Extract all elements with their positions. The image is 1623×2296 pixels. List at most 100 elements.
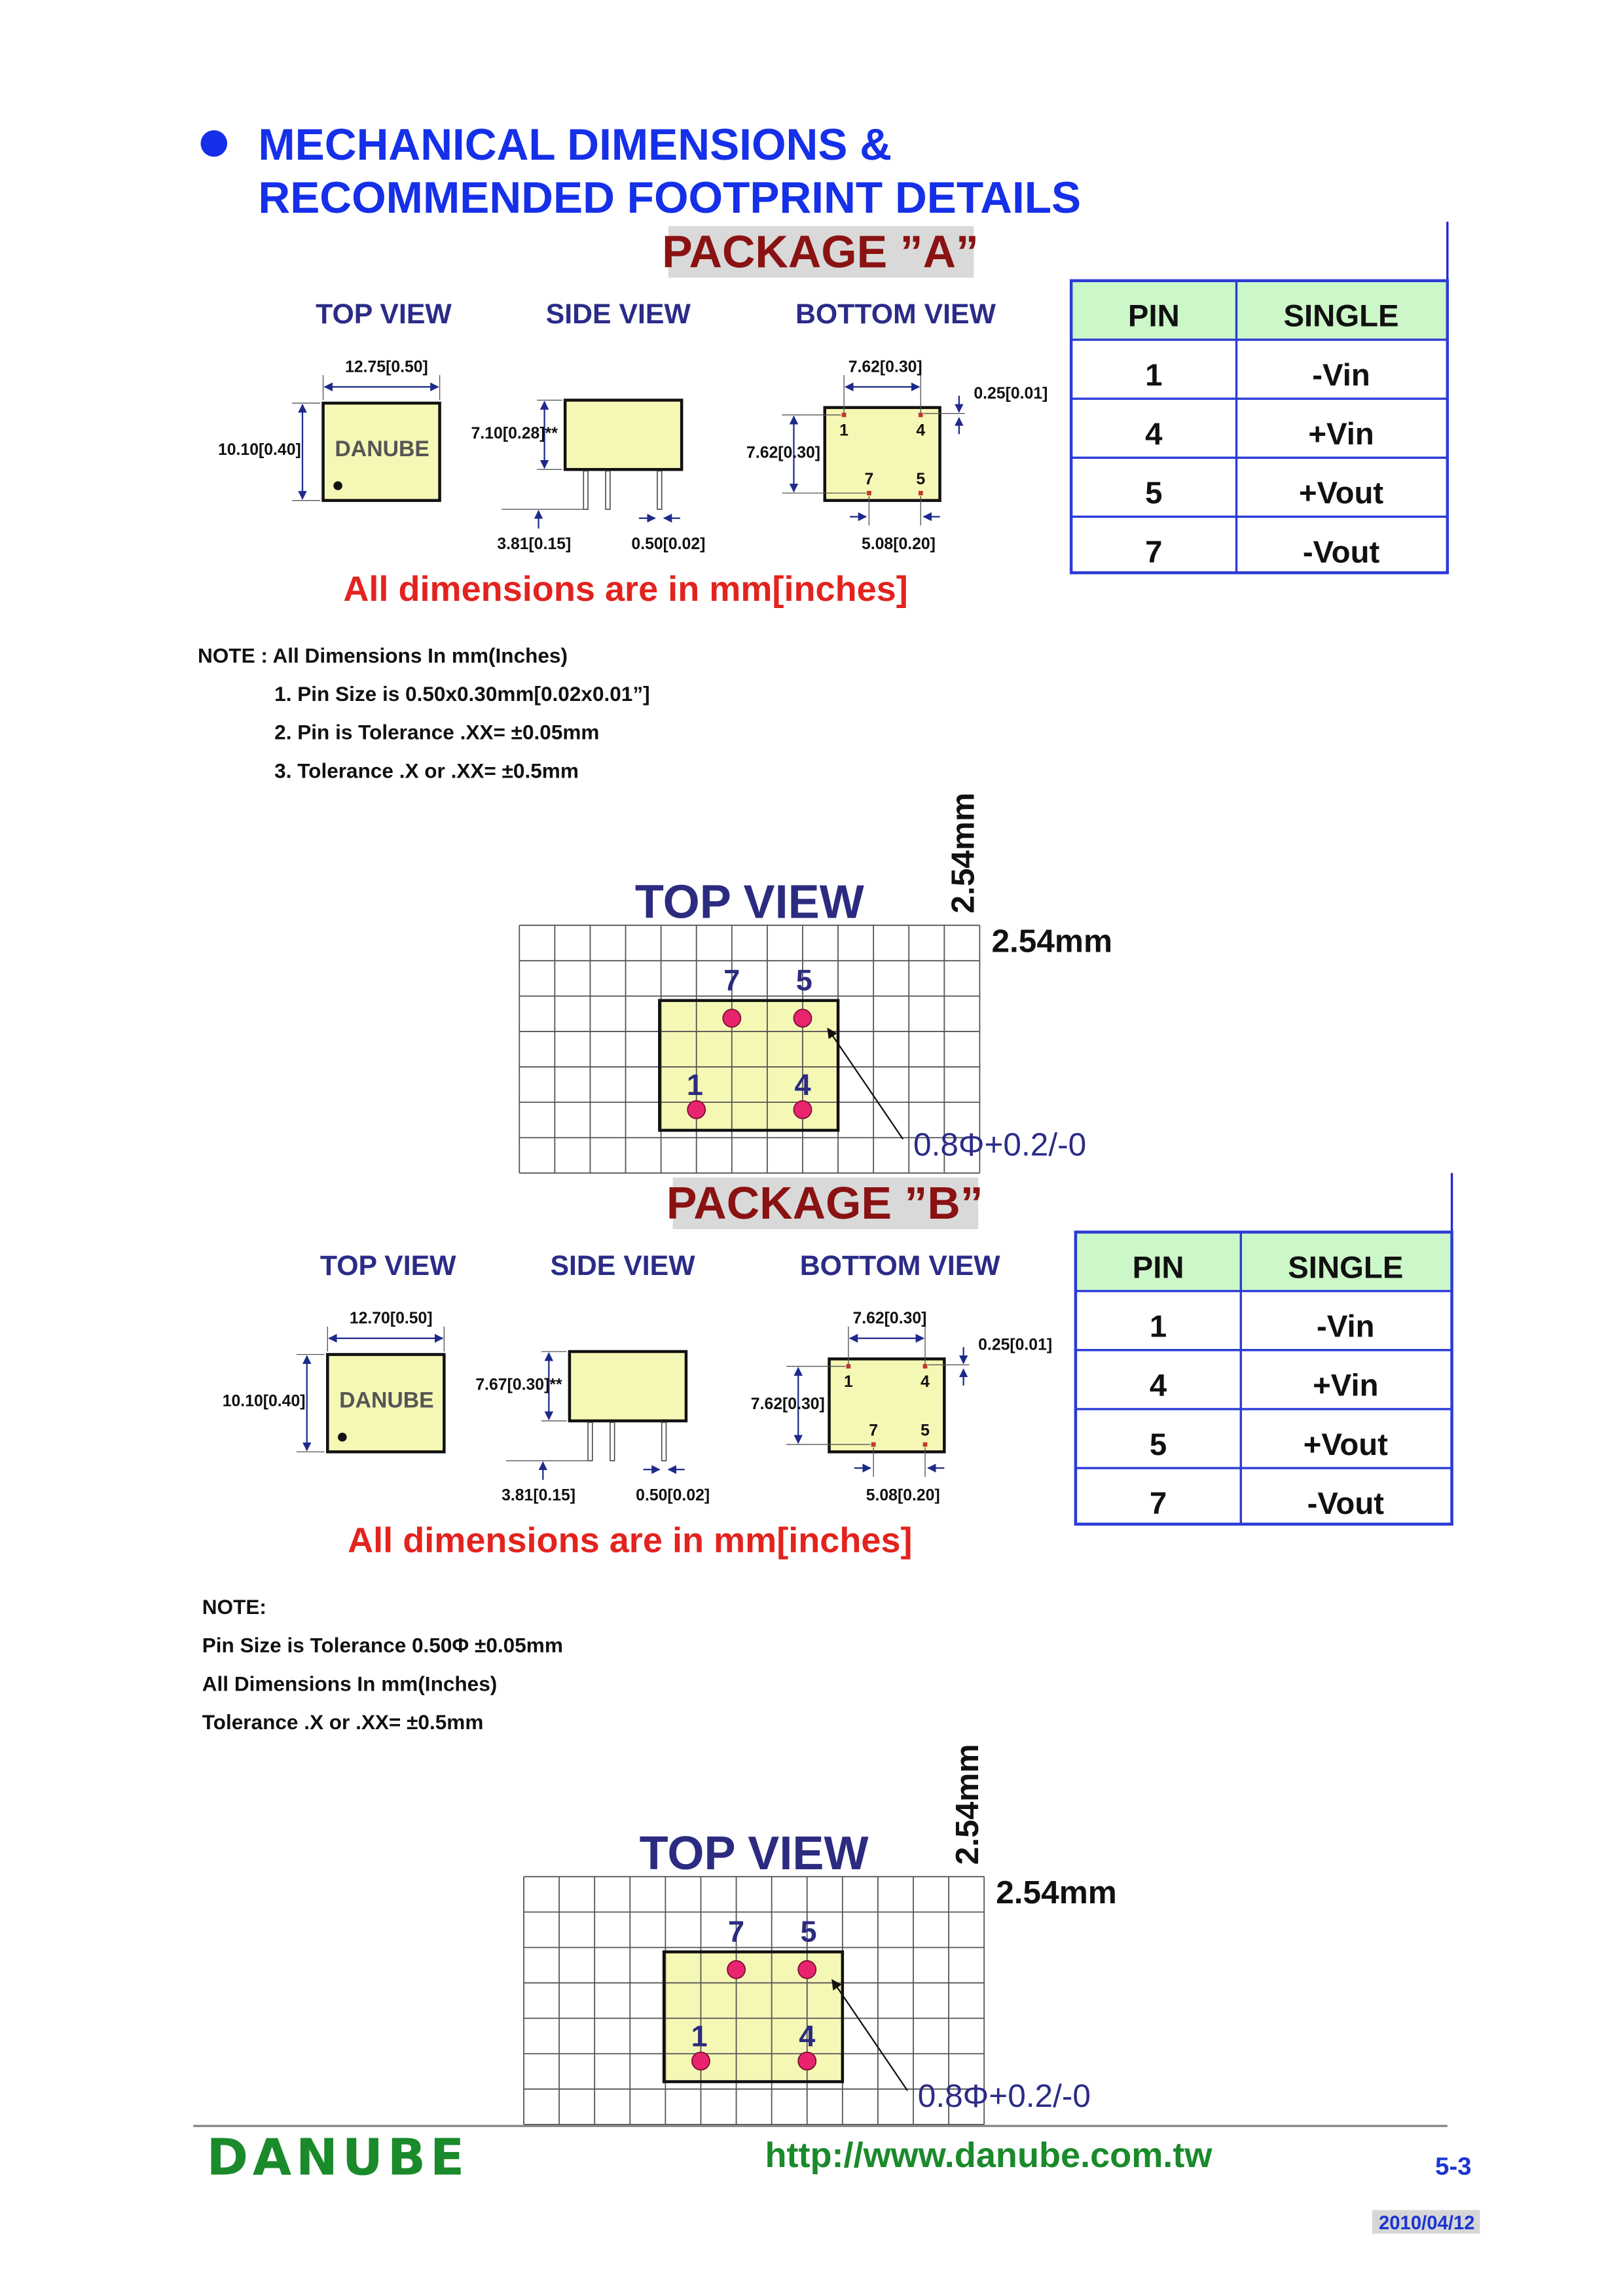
note-line: Pin Size is Tolerance 0.50Φ ±0.05mm: [202, 1634, 563, 1657]
top-view-label: TOP VIEW: [316, 298, 452, 330]
table-cell-function: +Vin: [1313, 1369, 1378, 1403]
pad-label: 4: [794, 1068, 811, 1102]
dim-bottom-pitch: 5.08[0.20]: [862, 535, 936, 553]
table-cell-pin: 5: [1150, 1427, 1167, 1462]
bottom-pin-label: 5: [916, 471, 925, 488]
dim-top-width: 12.75[0.50]: [345, 359, 428, 376]
side-view-drawing: 7.67[0.30]**3.81[0.15]0.50[0.02]: [475, 1350, 710, 1505]
pad-label: 4: [799, 2019, 815, 2053]
pad-label: 1: [691, 2019, 708, 2053]
top-view-drawing: DANUBE 12.75[0.50] 10.10[0.40]: [218, 359, 441, 502]
revision-date: 2010/04/12: [1379, 2212, 1475, 2234]
dim-pin-offset: 0.25[0.01]: [974, 385, 1048, 403]
pad-hole-icon: [687, 1100, 706, 1119]
table-cell-pin: 5: [1145, 476, 1162, 511]
footprint-title: TOP VIEW: [640, 1827, 869, 1880]
table-header-pin: PIN: [1128, 299, 1180, 334]
bottom-view-label: BOTTOM VIEW: [800, 1250, 1001, 1282]
pin1-marker-icon: [333, 481, 342, 490]
dim-pin-width: 0.50[0.02]: [631, 535, 705, 553]
side-view-label: SIDE VIEW: [546, 298, 691, 330]
footer: DANUBE http://www.danube.com.tw 5-3 2010…: [193, 2125, 1480, 2234]
page-number: 5-3: [1435, 2153, 1471, 2181]
dim-top-height: 10.10[0.40]: [223, 1392, 306, 1410]
bottom-pin-label: 1: [844, 1373, 853, 1391]
package-label: PACKAGE ”B”: [666, 1177, 983, 1229]
note-line: 1. Pin Size is 0.50x0.30mm[0.02x0.01”]: [274, 682, 649, 706]
table-cell-pin: 1: [1145, 358, 1162, 393]
hole-size-label: 0.8Φ+0.2/-0: [913, 1126, 1086, 1162]
pitch-vertical-label: 2.54mm: [949, 1744, 985, 1865]
pad-label: 1: [687, 1068, 703, 1102]
pad-hole-icon: [793, 1009, 812, 1028]
footprint-title: TOP VIEW: [635, 876, 864, 928]
section-title-line1: MECHANICAL DIMENSIONS &: [258, 120, 892, 170]
pad-hole-icon: [727, 1960, 746, 1979]
table-cell-function: -Vin: [1312, 358, 1370, 393]
table-header-pin: PIN: [1133, 1250, 1184, 1285]
dim-pin-offset: 0.25[0.01]: [978, 1336, 1052, 1354]
top-view-drawing: DANUBE 12.70[0.50] 10.10[0.40]: [223, 1310, 446, 1454]
table-header-single: SINGLE: [1288, 1250, 1403, 1285]
pad-hole-icon: [797, 1960, 817, 1979]
package-label: PACKAGE ”A”: [662, 226, 979, 278]
table-cell-function: -Vout: [1303, 535, 1380, 569]
bottom-pin-label: 5: [921, 1422, 930, 1439]
dim-bottom-pitch: 5.08[0.20]: [866, 1487, 940, 1505]
dim-pin-length: 3.81[0.15]: [497, 535, 571, 553]
table-header-single: SINGLE: [1283, 299, 1398, 334]
note-line: NOTE : All Dimensions In mm(Inches): [198, 644, 568, 668]
table-cell-pin: 7: [1150, 1486, 1167, 1521]
bottom-pin-label: 4: [916, 422, 925, 439]
table-cell-function: -Vout: [1307, 1486, 1385, 1521]
bottom-pin-label: 4: [921, 1373, 930, 1391]
table-cell-pin: 1: [1150, 1309, 1167, 1344]
bottom-pin-label: 7: [864, 471, 873, 488]
hole-size-label: 0.8Φ+0.2/-0: [918, 2077, 1091, 2114]
pad-hole-icon: [691, 2051, 710, 2071]
bottom-view-drawing: 1 4 7 5 7.62[0.30] 7.62[0.30] 0.25[0.01] 5.08[0…: [746, 359, 1048, 553]
dim-bottom-width: 7.62[0.30]: [848, 359, 922, 376]
side-view-label: SIDE VIEW: [550, 1250, 695, 1282]
note-line: 2. Pin is Tolerance .XX= ±0.05mm: [274, 721, 599, 744]
note-line: Tolerance .X or .XX= ±0.5mm: [202, 1710, 484, 1734]
dim-bottom-height: 7.62[0.30]: [751, 1395, 825, 1413]
side-view-drawing: 7.10[0.28]** 3.81[0.15] 0.50[0.02]: [471, 399, 705, 553]
table-cell-pin: 4: [1145, 417, 1163, 452]
module-brand-marking: DANUBE: [339, 1388, 434, 1413]
bottom-pin-label: 1: [839, 422, 848, 439]
units-note: All dimensions are in mm[inches]: [348, 1520, 912, 1560]
dim-pin-width: 0.50[0.02]: [636, 1487, 710, 1505]
units-note: All dimensions are in mm[inches]: [343, 569, 907, 609]
module-brand-marking: DANUBE: [335, 437, 429, 461]
bottom-view-label: BOTTOM VIEW: [795, 298, 996, 330]
bullet-icon: [200, 130, 228, 157]
top-view-label: TOP VIEW: [320, 1250, 456, 1282]
table-cell-pin: 4: [1150, 1369, 1167, 1403]
footer-url-link[interactable]: http://www.danube.com.tw: [765, 2136, 1213, 2175]
note-line: All Dimensions In mm(Inches): [202, 1672, 498, 1695]
pin1-marker-icon: [338, 1432, 347, 1442]
table-cell-pin: 7: [1145, 535, 1162, 569]
bottom-pin-label: 7: [869, 1422, 878, 1439]
dim-side-height: 7.67[0.30]**: [475, 1376, 562, 1394]
note-line: NOTE:: [202, 1595, 266, 1619]
pad-hole-icon: [797, 2051, 817, 2071]
section-title-line2: RECOMMENDED FOOTPRINT DETAILS: [258, 173, 1081, 223]
pitch-vertical-label: 2.54mm: [944, 793, 981, 914]
dim-top-height: 10.10[0.40]: [218, 441, 301, 459]
dim-bottom-height: 7.62[0.30]: [746, 444, 820, 461]
footer-brand-logo: DANUBE: [207, 2129, 469, 2187]
dim-top-width: 12.70[0.50]: [350, 1310, 433, 1327]
dim-side-height: 7.10[0.28]**: [471, 425, 558, 442]
table-cell-function: +Vout: [1304, 1427, 1388, 1462]
pad-label: 7: [723, 963, 740, 997]
